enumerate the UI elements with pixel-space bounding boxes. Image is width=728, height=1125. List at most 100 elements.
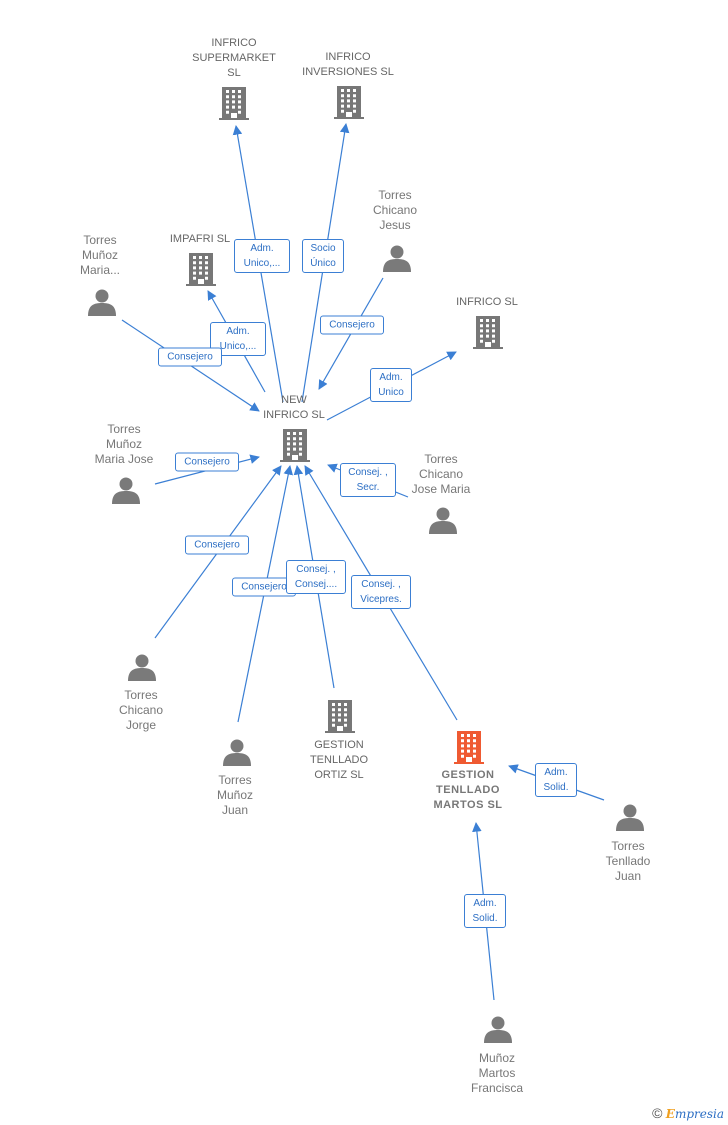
edge-label-line: Adm. [473, 898, 497, 909]
person-icon-torres_chicano_jesus[interactable] [383, 245, 411, 273]
node-label-line: NEW [281, 394, 307, 406]
node-label-line: Muñoz [81, 248, 119, 262]
node-label-line: Juan [221, 803, 249, 817]
edge-label-line: Consej. , [348, 467, 388, 478]
node-label-line: SUPERMARKET [192, 52, 276, 64]
node-label-line: GESTION [441, 769, 495, 781]
person-icon-torres_munoz_juan[interactable] [223, 739, 251, 767]
node-label-line: TENLLADO [309, 754, 369, 766]
node-label-new_infrico[interactable]: NEW INFRICO SL [229, 393, 359, 423]
edge-label-line: Consej.... [294, 579, 338, 590]
edge-label-line: Solid. [543, 782, 569, 793]
node-label-line: INFRICO SL [263, 409, 325, 421]
node-label-line: Muñoz [478, 1051, 516, 1065]
edge-label-line: Vicepres. [360, 594, 402, 605]
edge-label-torres_chicano_jesus-to-new_infrico[interactable]: Consejero [320, 315, 384, 335]
node-label-line: Jose Maria [411, 482, 471, 496]
node-label-line: Martos [478, 1066, 516, 1080]
edge-label-line: Adm. [250, 243, 274, 254]
person-icon-torres_munoz_maria_jose[interactable] [112, 477, 140, 505]
node-label-line: IMPAFRI SL [169, 233, 231, 245]
node-label-line: Juan [614, 869, 642, 883]
edge-label-torres_munoz_maria-to-new_infrico[interactable]: Consejero [158, 347, 222, 367]
edge-label-new_infrico-to-infrico_supermarket[interactable]: Adm. Unico,... [234, 239, 290, 273]
node-label-line: Maria... [79, 263, 120, 277]
edge-label-line: Solid. [472, 913, 498, 924]
building-icon-infrico_sl[interactable] [473, 316, 503, 349]
node-label-impafri[interactable]: IMPAFRI SL [135, 232, 265, 247]
edge-label-line: Unico,... [219, 341, 257, 352]
edge-label-torres_munoz_maria_jose-to-new_infrico[interactable]: Consejero [175, 452, 239, 472]
edge-label-torres_chicano_jorge-to-new_infrico[interactable]: Consejero [185, 535, 249, 555]
building-icon-gestion_tenllado_martos[interactable] [454, 731, 484, 764]
edge-label-line: Consej. , [296, 564, 336, 575]
node-label-line: Torres [124, 688, 158, 702]
edge-label-torres_chicano_jose_maria-to-new_infrico[interactable]: Consej. , Secr. [340, 463, 396, 497]
empresia-brand[interactable]: © Empresia [652, 1105, 724, 1121]
edge-label-gestion_tenllado_martos-to-new_infrico[interactable]: Consej. ,Vicepres. [351, 575, 411, 609]
person-icon-munoz_martos_francisca[interactable] [484, 1016, 512, 1044]
edge-label-line: Consejero [194, 539, 240, 551]
building-icon-infrico_supermarket[interactable] [219, 87, 249, 120]
building-icon-new_infrico[interactable] [280, 429, 310, 462]
node-label-line: TENLLADO [436, 784, 500, 796]
node-label-line: Chicano [418, 467, 464, 481]
edge-label-line: Adm. [544, 767, 568, 778]
node-label-line: Torres [218, 773, 252, 787]
edge-label-line: Adm. [379, 372, 403, 383]
node-label-line: Jorge [125, 718, 157, 732]
edge-label-line: Secr. [356, 482, 380, 493]
node-label-line: Torres [424, 452, 458, 466]
edge-label-line: Consejero [184, 456, 230, 468]
person-icon-torres_munoz_maria[interactable] [88, 289, 116, 317]
node-label-line: INVERSIONES SL [302, 66, 394, 78]
copyright-icon: © [652, 1105, 663, 1121]
node-label-line: Muñoz [105, 437, 143, 451]
node-label-line: Chicano [118, 703, 164, 717]
brand-first-letter: E [665, 1107, 675, 1121]
person-icon-torres_tenllado_juan[interactable] [616, 804, 644, 832]
edge-label-gestion_tenllado_ortiz-to-new_infrico[interactable]: Consej. , Consej.... [286, 560, 346, 594]
node-label-line: INFRICO SL [456, 296, 518, 308]
person-icon-torres_chicano_jose_maria[interactable] [429, 507, 457, 535]
node-label-line: Tenllado [605, 854, 651, 868]
building-icon-gestion_tenllado_ortiz[interactable] [325, 700, 355, 733]
edge-label-munoz_martos_francisca-to-gestion_tenllado_martos[interactable]: Adm. Solid. [464, 894, 506, 928]
edge-label-line: Consejero [167, 351, 213, 363]
brand-name: mpresia [674, 1107, 724, 1121]
node-label-line: GESTION [314, 739, 364, 751]
node-label-line: Muñoz [216, 788, 254, 802]
building-icon-impafri[interactable] [186, 253, 216, 286]
person-icon-torres_chicano_jorge[interactable] [128, 654, 156, 682]
node-label-line: INFRICO [325, 51, 371, 63]
edge-label-new_infrico-to-infrico_sl[interactable]: Adm.Unico [370, 368, 412, 402]
building-icon-infrico_inversiones[interactable] [334, 86, 364, 119]
edge-label-line: Unico,... [243, 258, 281, 269]
edge-label-line: Socio [310, 243, 336, 254]
edge-label-line: Adm. [226, 326, 250, 337]
node-label-line: Chicano [372, 203, 418, 217]
icons-layer [88, 86, 644, 1043]
edge-label-torres_tenllado_juan-to-gestion_tenllado_martos[interactable]: Adm. Solid. [535, 763, 577, 797]
edge-label-line: Consejero [241, 581, 287, 593]
node-label-line: Jesus [379, 218, 411, 232]
node-label-line: INFRICO [211, 37, 257, 49]
node-label-infrico_inversiones[interactable]: INFRICO INVERSIONES SL [283, 50, 413, 80]
edge-label-line: Consejero [329, 319, 375, 331]
node-label-infrico_sl[interactable]: INFRICO SL [422, 295, 552, 310]
node-label-line: Torres [611, 839, 645, 853]
edge-label-line: Único [310, 258, 336, 269]
